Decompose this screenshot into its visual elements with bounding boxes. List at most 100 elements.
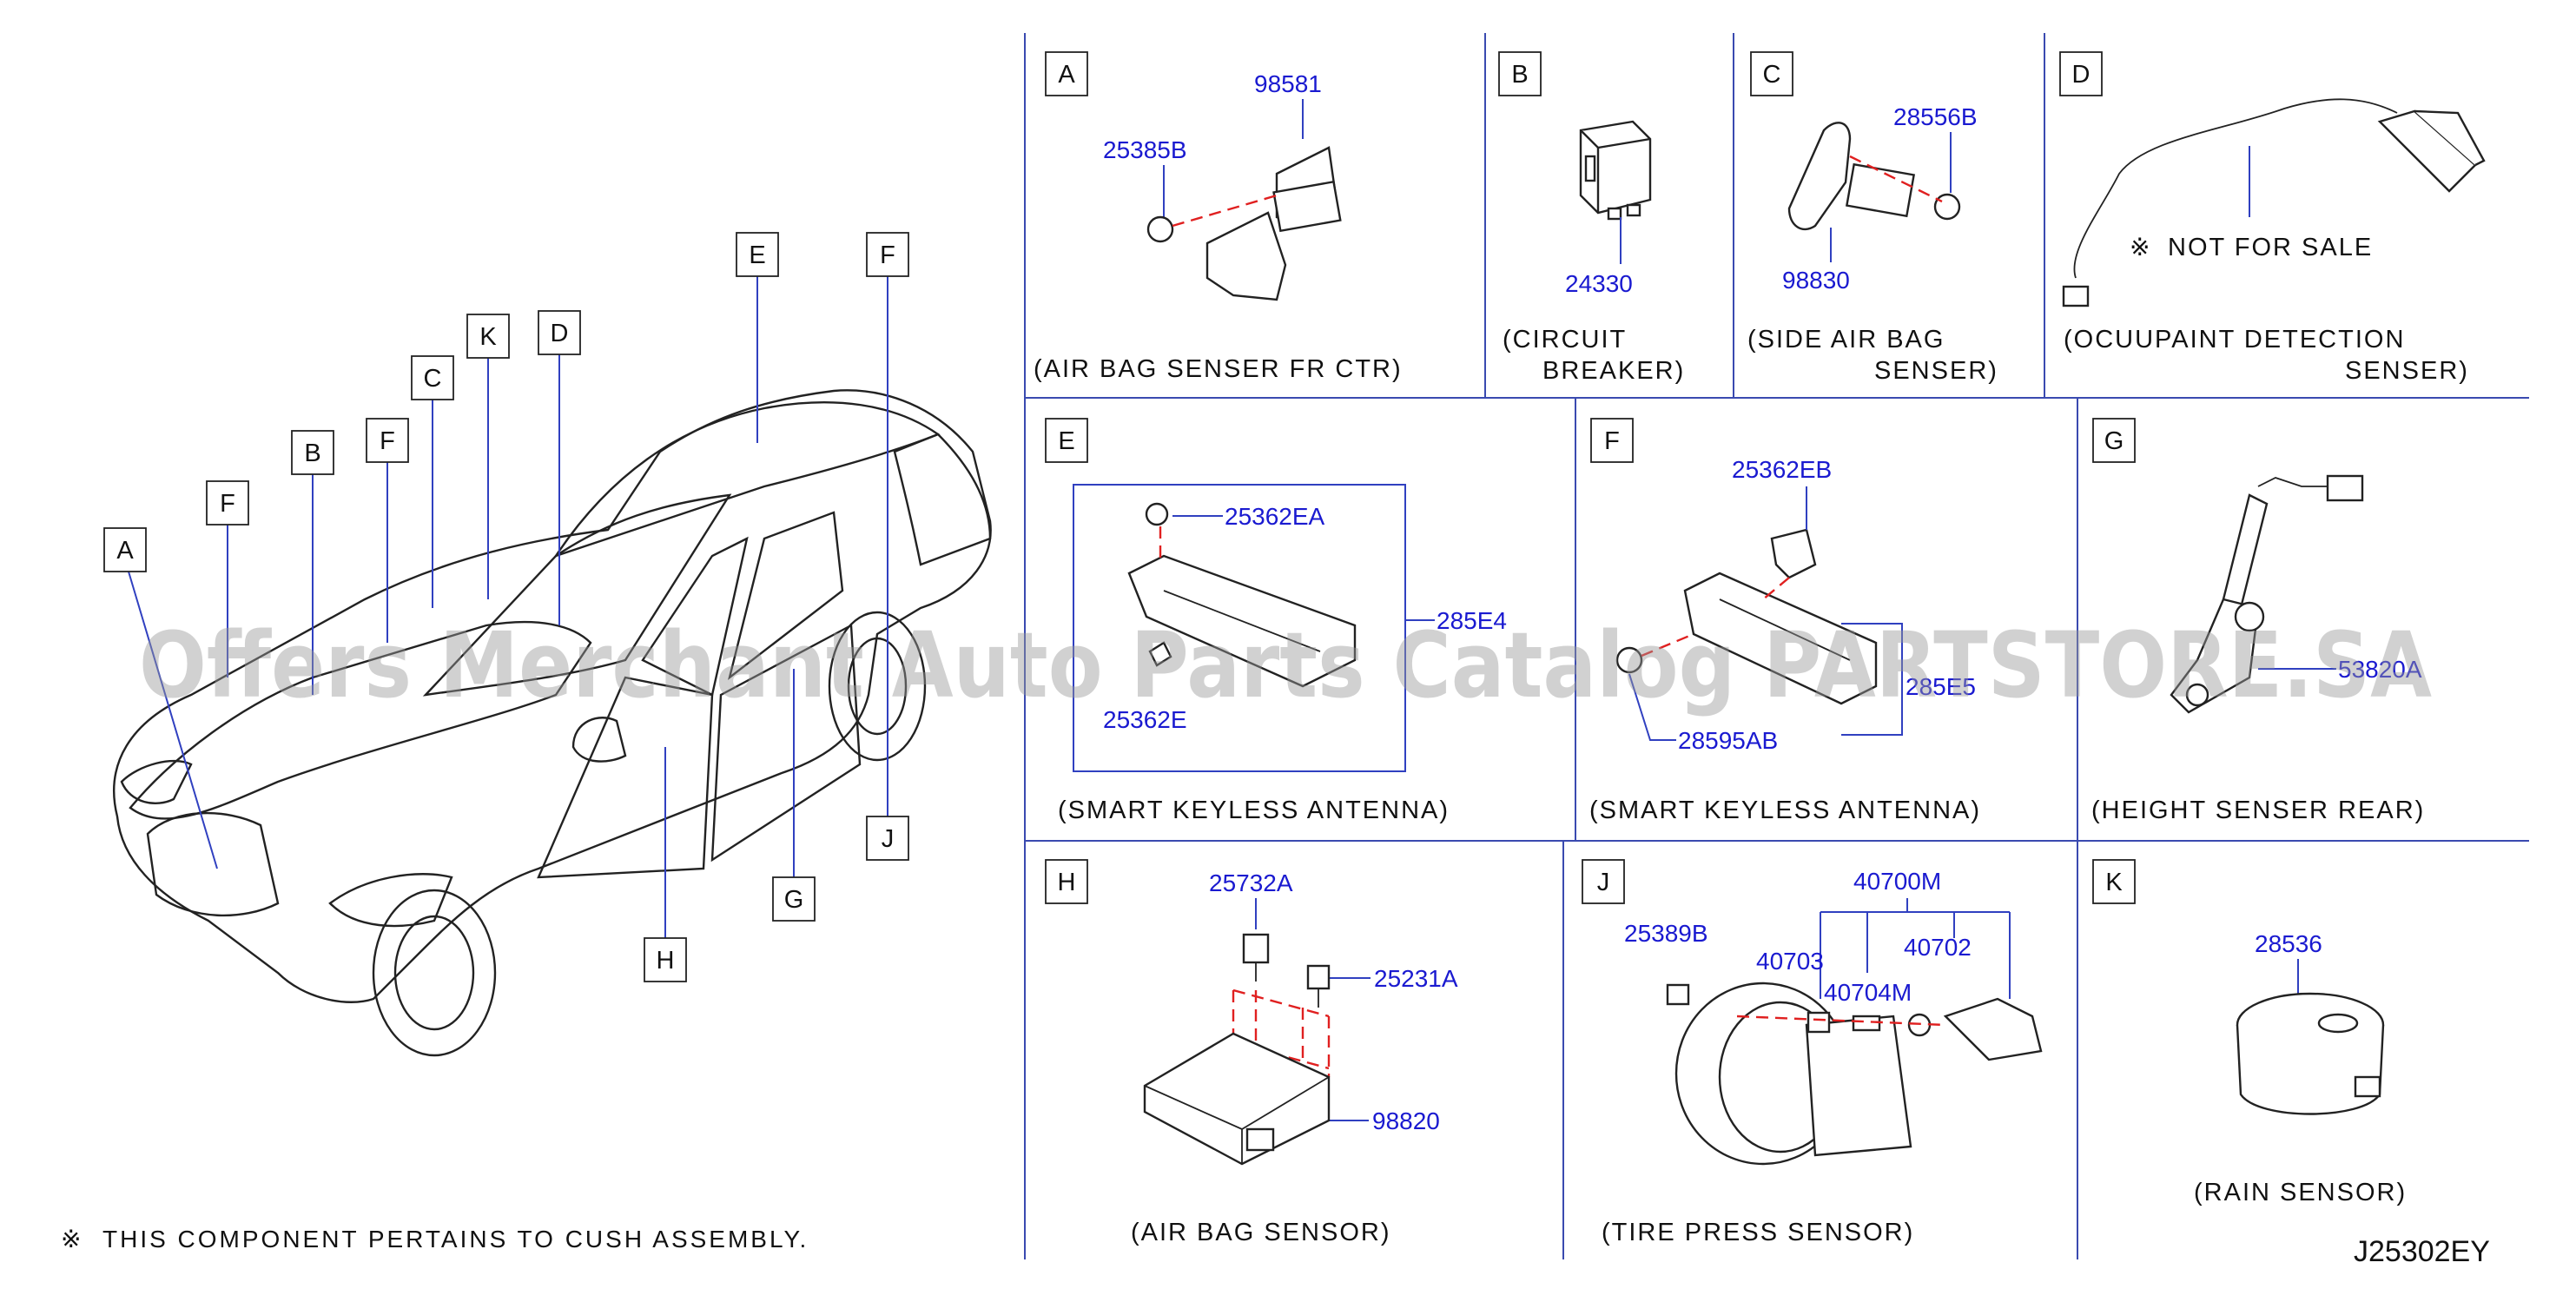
car-front-door: [537, 676, 714, 879]
rain-sensor-icon: [2236, 992, 2385, 1115]
car-rear-wheel-rim: [847, 637, 908, 736]
svg-text:G: G: [2104, 427, 2124, 455]
panel-H: H 25732A 25231A 98820 (AIR BAG SENSOR): [1045, 859, 1458, 1246]
callout-box-J[interactable]: J: [866, 816, 909, 861]
part-number-25362EA: 25362EA: [1225, 503, 1325, 530]
part-number-40702: 40702: [1904, 934, 1972, 961]
car-right-headlight: [328, 873, 453, 928]
footnote-text: THIS COMPONENT PERTAINS TO CUSH ASSEMBLY…: [102, 1226, 809, 1253]
not-for-sale-symbol: ※: [2130, 234, 2152, 261]
diagram-code: J25302EY: [2354, 1235, 2490, 1268]
svg-text:C: C: [1763, 61, 1781, 89]
svg-text:K: K: [2105, 869, 2123, 896]
footnote: ※ THIS COMPONENT PERTAINS TO CUSH ASSEMB…: [61, 1226, 809, 1253]
part-number-28556B: 28556B: [1893, 103, 1978, 130]
footnote-symbol: ※: [61, 1226, 83, 1253]
part-number-28595AB: 28595AB: [1678, 727, 1778, 754]
panel-J: J 40700M 25389B 40703 40702 40704M (TIRE…: [1582, 859, 2043, 1246]
callout-box-G[interactable]: G: [772, 876, 816, 922]
panel-B: B 24330 (CIRCUIT BREAKER): [1498, 51, 1685, 385]
car-rear-wheel: [828, 611, 927, 762]
car-windshield: [422, 493, 732, 697]
car-trunk: [893, 433, 992, 566]
callout-box-E[interactable]: E: [736, 232, 779, 277]
svg-text:K: K: [479, 323, 497, 351]
caption-circuit-breaker-line1: (CIRCUIT: [1503, 326, 1627, 354]
panel-grid: [1024, 33, 2529, 1259]
svg-text:H: H: [657, 947, 675, 975]
air-bag-sensor-fr-ctr-icon: [1146, 146, 1342, 301]
caption-smart-keyless-antenna-f: (SMART KEYLESS ANTENNA): [1589, 797, 1981, 824]
part-number-25389B: 25389B: [1624, 920, 1708, 947]
callout-box-B[interactable]: B: [291, 430, 334, 475]
car-left-headlight: [120, 759, 193, 805]
part-number-98820: 98820: [1372, 1107, 1440, 1134]
svg-text:A: A: [1058, 61, 1075, 89]
not-for-sale-note: NOT FOR SALE: [2168, 234, 2373, 261]
circuit-breaker-icon: [1579, 120, 1652, 221]
part-number-285E4: 285E4: [1437, 607, 1507, 634]
caption-side-air-bag-line2: SENSER): [1874, 357, 1998, 385]
part-number-98830: 98830: [1782, 267, 1850, 294]
caption-height-senser-rear: (HEIGHT SENSER REAR): [2091, 797, 2425, 824]
watermark-text: Offers Merchant Auto Parts Catalog PARTS…: [139, 612, 2432, 718]
car-hood: [129, 620, 592, 820]
panel-A: A 98581 25385B (AIR BAG SENSER FR CTR): [1034, 51, 1403, 383]
svg-text:J: J: [1597, 869, 1610, 896]
callout-box-H[interactable]: H: [644, 937, 687, 982]
part-number-40700M: 40700M: [1853, 868, 1941, 895]
caption-tire-press-sensor: (TIRE PRESS SENSOR): [1602, 1219, 1914, 1246]
part-number-40704M: 40704M: [1824, 979, 1912, 1006]
svg-text:B: B: [1511, 61, 1528, 89]
air-bag-sensor-unit-icon: [1143, 933, 1331, 1166]
svg-text:B: B: [304, 440, 320, 467]
svg-text:F: F: [220, 490, 235, 518]
car-rear-door: [710, 624, 862, 863]
panel-E: E 25362EA 285E4 25362E (SMART KEYLESS AN…: [1045, 418, 1507, 824]
panel-C: C 28556B 98830 (SIDE AIR BAG SENSER): [1747, 51, 1998, 385]
caption-occupant-detection-line1: (OCUUPAINT DETECTION: [2064, 326, 2405, 354]
callout-box-C[interactable]: C: [411, 355, 454, 400]
part-number-25231A: 25231A: [1374, 965, 1458, 992]
car-front-wheel: [372, 889, 497, 1057]
caption-smart-keyless-antenna-e: (SMART KEYLESS ANTENNA): [1058, 797, 1450, 824]
svg-text:F: F: [380, 427, 395, 455]
caption-air-bag-senser-fr-ctr: (AIR BAG SENSER FR CTR): [1034, 355, 1403, 383]
svg-text:E: E: [1058, 427, 1074, 455]
part-number-25362EB: 25362EB: [1732, 456, 1832, 483]
callout-leaders: [128, 276, 888, 938]
car-rear-side-window: [727, 511, 844, 681]
svg-text:E: E: [749, 241, 765, 269]
callout-box-A[interactable]: A: [103, 527, 147, 572]
panel-D: D ※ NOT FOR SALE (OCUUPAINT DETECTION SE…: [2059, 51, 2486, 385]
car-front-wheel-rim: [393, 915, 475, 1031]
car-grille: [146, 811, 280, 917]
part-number-285E5: 285E5: [1906, 673, 1976, 700]
part-number-28536: 28536: [2255, 930, 2322, 957]
callout-box-K[interactable]: K: [466, 314, 510, 359]
callout-box-F1[interactable]: F: [206, 480, 249, 526]
tire-pressure-sensor-icon: [1666, 982, 2043, 1166]
svg-text:D: D: [551, 320, 569, 347]
caption-rain-sensor: (RAIN SENSOR): [2194, 1179, 2407, 1206]
car-front-side-window: [641, 536, 749, 697]
svg-text:F: F: [1604, 427, 1620, 455]
callout-box-D[interactable]: D: [538, 310, 581, 355]
part-number-40703: 40703: [1756, 948, 1824, 975]
smart-keyless-antenna-rear-icon: [1615, 486, 1878, 705]
car-roof: [553, 401, 941, 559]
part-number-98581: 98581: [1254, 70, 1322, 97]
caption-circuit-breaker-line2: BREAKER): [1542, 357, 1685, 385]
car-body-outline: [113, 389, 992, 1003]
part-number-25362E: 25362E: [1103, 706, 1187, 733]
panel-F: F 25362EB 285E5 28595AB (SMART KEYLESS A…: [1589, 418, 1981, 824]
svg-text:J: J: [882, 825, 895, 853]
svg-text:C: C: [424, 365, 442, 393]
callout-box-F3[interactable]: F: [866, 232, 909, 277]
part-number-25732A: 25732A: [1209, 869, 1293, 896]
caption-side-air-bag-line1: (SIDE AIR BAG: [1747, 326, 1945, 354]
callout-box-F2[interactable]: F: [366, 418, 409, 463]
svg-text:G: G: [784, 886, 804, 914]
car-overview: A F B F C K D E F G H J: [103, 232, 992, 1057]
